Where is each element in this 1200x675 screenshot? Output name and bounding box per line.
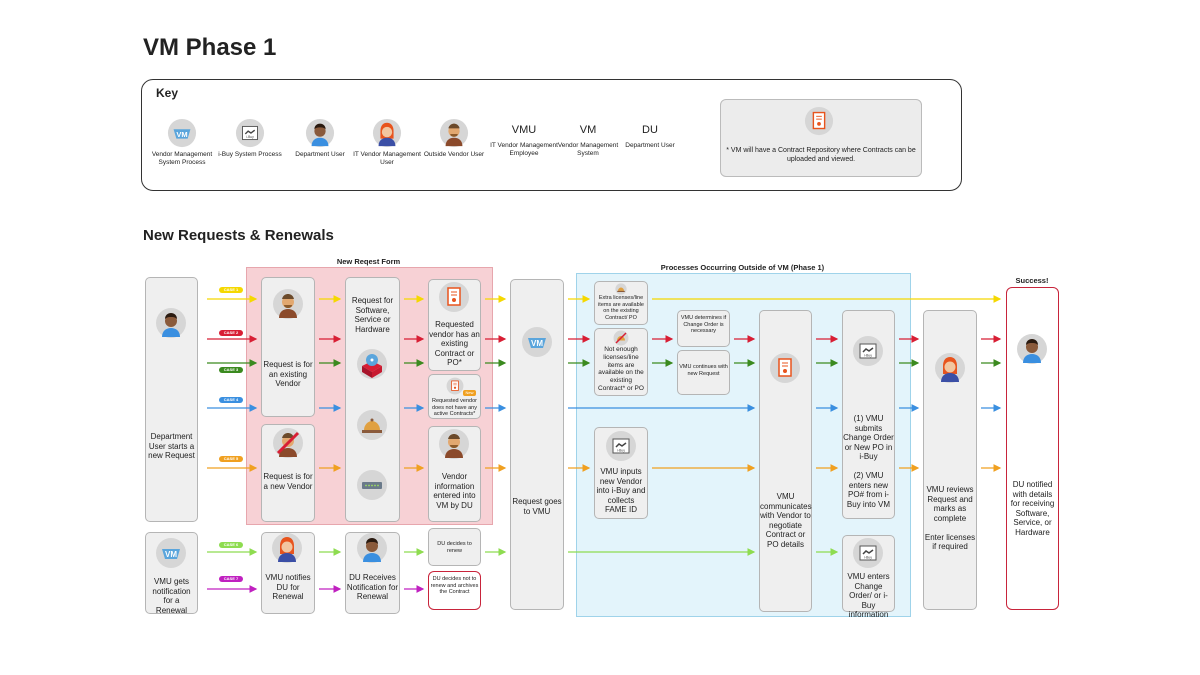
new-badge: New xyxy=(463,390,476,396)
department-user-icon xyxy=(155,307,187,339)
outside-vendor-icon xyxy=(272,288,304,320)
vmu-continues-text: VMU continues with new Request xyxy=(679,364,728,377)
vm-logo-icon: VM xyxy=(521,326,553,358)
no-vendor-icon xyxy=(272,427,304,459)
case-6-badge: CASE 6 xyxy=(219,542,243,548)
vmu-inputs-text: VMU inputs new Vendor into i-Buy and col… xyxy=(596,467,646,514)
extra-licenses-text: Extra licenses/line items are available … xyxy=(598,295,644,321)
abbr-label: Department User xyxy=(625,142,675,149)
case-7-badge: CASE 7 xyxy=(219,576,243,582)
vmu-enters-text: VMU enters Change Order/ or i-Buy inform… xyxy=(847,572,890,619)
key-item-ibuy: i-Buy i-Buy System Process xyxy=(210,118,290,159)
goes-to-vmu-text: Request goes to VMU xyxy=(512,497,562,516)
key-item-label: Outside Vendor User xyxy=(423,151,485,158)
outside-vm-label: Processes Occurring Outside of VM (Phase… xyxy=(660,263,825,272)
key-item-label: i-Buy System Process xyxy=(218,151,282,158)
ibuy-logo-icon: i-Buy xyxy=(605,430,637,462)
key-panel xyxy=(141,79,962,191)
case-5-badge: CASE 5 xyxy=(219,456,243,462)
du-start-text: Department User starts a new Request xyxy=(148,432,195,460)
abbr-label: IT Vendor Management Employee xyxy=(490,142,558,157)
vmu-determines-text: VMU determines if Change Order is necess… xyxy=(680,315,727,334)
case-1-badge: CASE 1 xyxy=(219,287,243,293)
du-renew-text: DU decides to renew xyxy=(437,541,472,554)
du-not-renew-text: DU decides not to renew and archives the… xyxy=(430,576,479,595)
key-abbr-vmu: VMU IT Vendor Management Employee xyxy=(484,118,564,158)
key-item-outside-vendor: Outside Vendor User xyxy=(414,118,494,159)
svg-text:VM: VM xyxy=(165,550,177,559)
contract-icon xyxy=(438,281,470,313)
vmu-continues-node xyxy=(677,350,730,395)
du-renew-node xyxy=(428,528,481,566)
vm-logo-icon: VM xyxy=(167,118,197,148)
ibuy-logo-icon: i-Buy xyxy=(852,537,884,569)
it-vendor-user-icon xyxy=(372,118,402,148)
success-label: Success! xyxy=(1015,276,1049,285)
svg-text:VM: VM xyxy=(531,339,543,348)
new-vendor-node xyxy=(261,424,315,522)
du-notified-text: DU notified with details for receiving S… xyxy=(1010,480,1055,537)
not-enough-icon xyxy=(613,330,629,346)
vmu-submits-text: (1) VMU submits Change Order or New PO i… xyxy=(843,414,894,509)
du-not-renew-node xyxy=(428,571,481,610)
outside-vendor-icon xyxy=(439,118,469,148)
it-vendor-user-icon xyxy=(271,532,303,564)
contract-icon xyxy=(804,106,834,136)
software-icon xyxy=(356,348,388,380)
abbr-label: Vendor Management System xyxy=(557,142,619,157)
existing-vendor-text: Request is for an existing Vendor xyxy=(263,360,313,388)
key-item-label: IT Vendor Management User xyxy=(353,151,421,166)
contract-icon xyxy=(769,352,801,384)
outside-vendor-icon xyxy=(438,428,470,460)
key-abbr-du: DU Department User xyxy=(610,118,690,150)
not-enough-text: Not enough licenses/line items are avail… xyxy=(598,346,644,392)
svg-text:i-Buy: i-Buy xyxy=(864,354,872,358)
vmu-communicates-text: VMU communicates with Vendor to negotiat… xyxy=(760,492,812,549)
new-vendor-text: Request is for a new Vendor xyxy=(263,472,313,491)
no-contract-text: Requested vendor does not have any activ… xyxy=(432,398,477,417)
vmu-determines-node xyxy=(677,310,730,347)
service-bell-icon xyxy=(615,283,627,295)
key-item-vm: VM Vendor Management System Process xyxy=(142,118,222,167)
it-vendor-user-icon xyxy=(934,352,966,384)
case-3-badge: CASE 3 xyxy=(219,367,243,373)
key-item-label: Vendor Management System Process xyxy=(151,151,213,166)
key-item-label: Department User xyxy=(295,151,345,158)
page-title: VM Phase 1 xyxy=(143,34,277,61)
vmu-renewal-text: VMU gets notification for a Renewal xyxy=(152,577,191,615)
hardware-router-icon xyxy=(356,469,388,501)
abbr-text: VM xyxy=(579,124,597,136)
vendor-info-text: Vendor information entered into VM by DU xyxy=(433,472,476,510)
svg-text:i-Buy: i-Buy xyxy=(617,449,625,453)
key-title: Key xyxy=(156,86,179,100)
ibuy-logo-icon: i-Buy xyxy=(235,118,265,148)
department-user-icon xyxy=(356,532,388,564)
department-user-icon xyxy=(1016,333,1048,365)
svg-text:i-Buy: i-Buy xyxy=(246,135,254,139)
request-for-text: Request for Software, Service or Hardwar… xyxy=(351,296,394,334)
section-title: New Requests & Renewals xyxy=(143,227,334,244)
vmu-reviews-text: VMU reviews Request and marks as complet… xyxy=(924,485,976,551)
case-2-badge: CASE 2 xyxy=(219,330,243,336)
new-request-form-label: New Reqest Form xyxy=(336,257,401,266)
key-item-department-user: Department User xyxy=(280,118,360,159)
contract-icon xyxy=(446,377,464,395)
key-item-it-vendor-user: IT Vendor Management User xyxy=(347,118,427,167)
vmu-notifies-text: VMU notifies DU for Renewal xyxy=(265,573,311,601)
du-receives-text: DU Receives Notification for Renewal xyxy=(346,573,399,601)
existing-contract-text: Requested vendor has an existing Contrac… xyxy=(429,320,480,367)
abbr-text: DU xyxy=(642,124,658,136)
svg-text:VM: VM xyxy=(176,130,187,139)
department-user-icon xyxy=(305,118,335,148)
svg-text:i-Buy: i-Buy xyxy=(864,556,872,560)
ibuy-logo-icon: i-Buy xyxy=(852,335,884,367)
key-abbr-vm: VM Vendor Management System xyxy=(548,118,628,158)
vm-logo-icon: VM xyxy=(155,537,187,569)
service-bell-icon xyxy=(356,409,388,441)
case-4-badge: CASE 4 xyxy=(219,397,243,403)
abbr-text: VMU xyxy=(511,124,537,136)
key-note-text: * VM will have a Contract Repository whe… xyxy=(726,147,916,163)
